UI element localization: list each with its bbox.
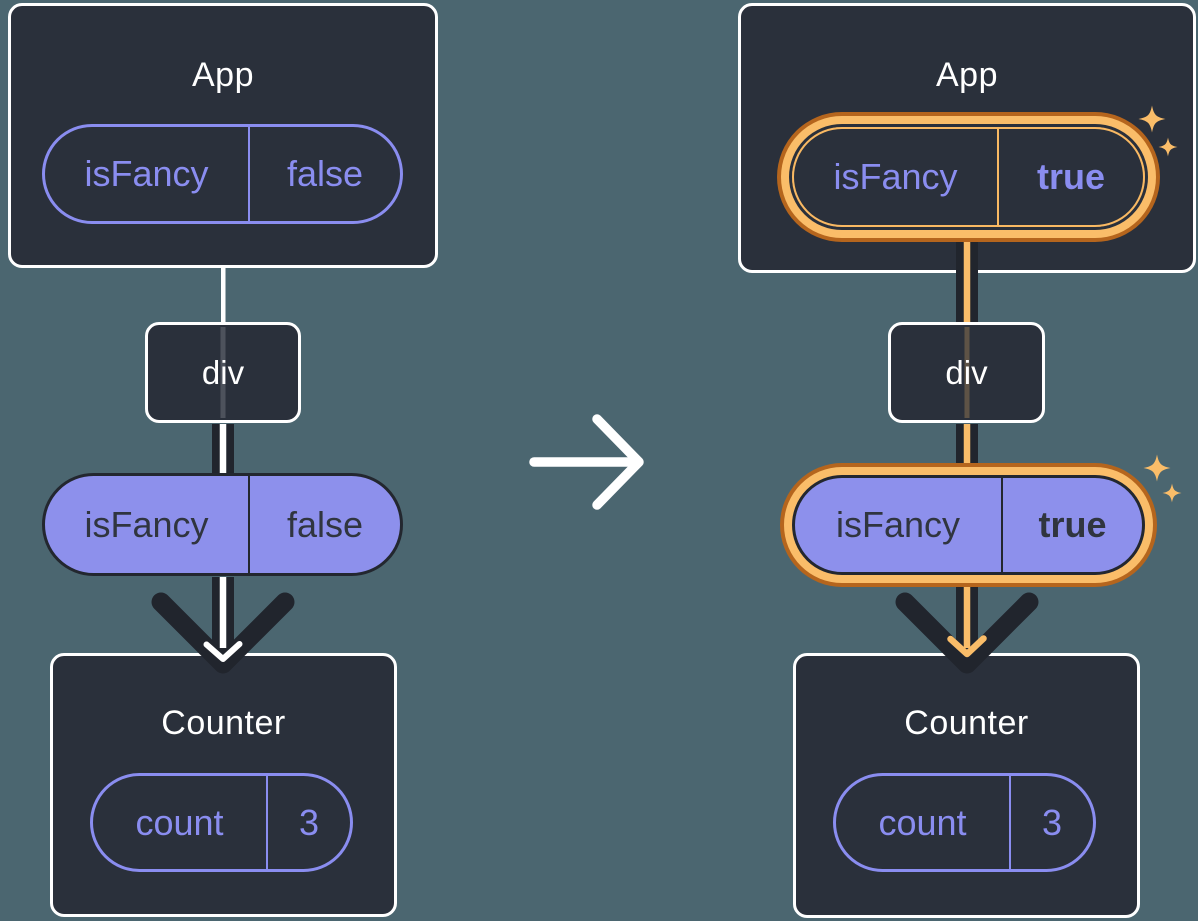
- state-value: 3: [298, 801, 320, 843]
- sparkle-icon-large: [1143, 454, 1171, 482]
- prop-value: false: [286, 503, 364, 545]
- sparkles-prop-pill: [1143, 454, 1182, 503]
- state-value: 3: [1041, 801, 1063, 843]
- component-title: Counter: [161, 704, 286, 742]
- state-name: count: [93, 776, 268, 869]
- div-to-prop-line-core: [963, 424, 971, 468]
- div-to-prop-line: [956, 424, 978, 468]
- arrow-core: [963, 585, 971, 648]
- arrow-core: [219, 577, 227, 648]
- state-name: count: [836, 776, 1011, 869]
- div-node-box: [888, 322, 1045, 423]
- div-node-label: div: [201, 353, 245, 391]
- component-title: Counter: [904, 704, 1029, 742]
- app-state-pill-highlighted: isFancy true: [792, 127, 1145, 227]
- div-node-label: div: [945, 353, 988, 391]
- prop-pill: isFancy false: [42, 473, 403, 576]
- prop-name: isFancy: [45, 476, 250, 573]
- prop-pill-highlighted: isFancy true: [792, 475, 1145, 575]
- counter-state-pill: count 3: [833, 773, 1096, 872]
- arrow-shaft: [956, 585, 978, 657]
- arrow-core-head: [947, 635, 987, 658]
- after-tree-connectors: [895, 231, 1039, 674]
- component-title: App: [936, 56, 998, 94]
- arrow-shaft: [212, 577, 234, 657]
- prop-to-counter-arrow-icon: [151, 577, 295, 674]
- counter-state-pill: count 3: [90, 773, 353, 872]
- app-state-pill: isFancy false: [42, 124, 403, 224]
- component-title: App: [192, 56, 254, 94]
- prop-value: true: [1038, 504, 1107, 545]
- state-name: isFancy: [794, 129, 999, 225]
- state-name: isFancy: [45, 127, 250, 221]
- transition-right-arrow-icon: [529, 414, 644, 510]
- state-value: true: [1036, 156, 1105, 197]
- sparkle-icon-small: [1162, 483, 1182, 503]
- app-to-div-line: [221, 266, 226, 324]
- div-to-prop-line: [212, 424, 234, 477]
- state-value: false: [286, 153, 364, 194]
- prop-name: isFancy: [795, 478, 1003, 572]
- div-to-prop-line-core: [219, 424, 227, 477]
